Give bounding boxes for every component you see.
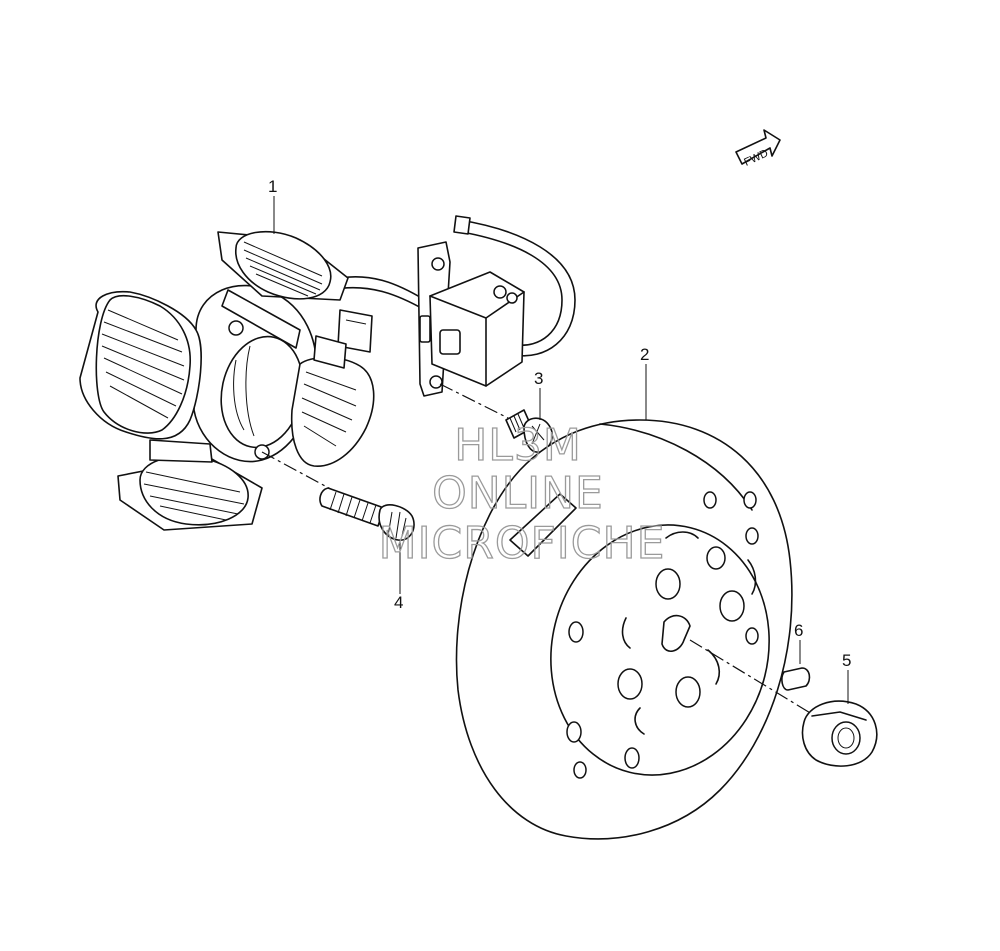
- callout-2: 2: [640, 345, 649, 420]
- watermark-line-1: HL3M: [454, 420, 582, 471]
- screw-part-3: [505, 409, 553, 453]
- watermark: HL3M ONLINE MICROFICHE: [378, 419, 666, 569]
- callout-label-2: 2: [640, 345, 649, 364]
- watermark-line-2: ONLINE: [432, 468, 604, 519]
- screw-part-4: [319, 487, 415, 541]
- callout-6: 6: [794, 621, 803, 664]
- watermark-line-3: MICROFICHE: [379, 518, 666, 569]
- nut-part-5: [801, 700, 878, 767]
- centerline-4: [261, 451, 341, 495]
- callout-label-6: 6: [794, 621, 803, 640]
- callout-5: 5: [842, 651, 851, 704]
- callout-1: 1: [268, 177, 277, 234]
- callout-label-3: 3: [534, 369, 543, 388]
- callout-3: 3: [534, 369, 543, 420]
- stator-assembly: [79, 215, 576, 531]
- centerline-3: [439, 383, 513, 421]
- centerline-5: [689, 639, 813, 715]
- callout-label-4: 4: [394, 593, 403, 612]
- fwd-arrow: FWD: [735, 129, 781, 169]
- flywheel-rotor: [455, 419, 793, 840]
- callout-4: 4: [394, 540, 403, 612]
- key-part-6: [781, 667, 811, 691]
- callout-label-1: 1: [268, 177, 277, 196]
- callout-label-5: 5: [842, 651, 851, 670]
